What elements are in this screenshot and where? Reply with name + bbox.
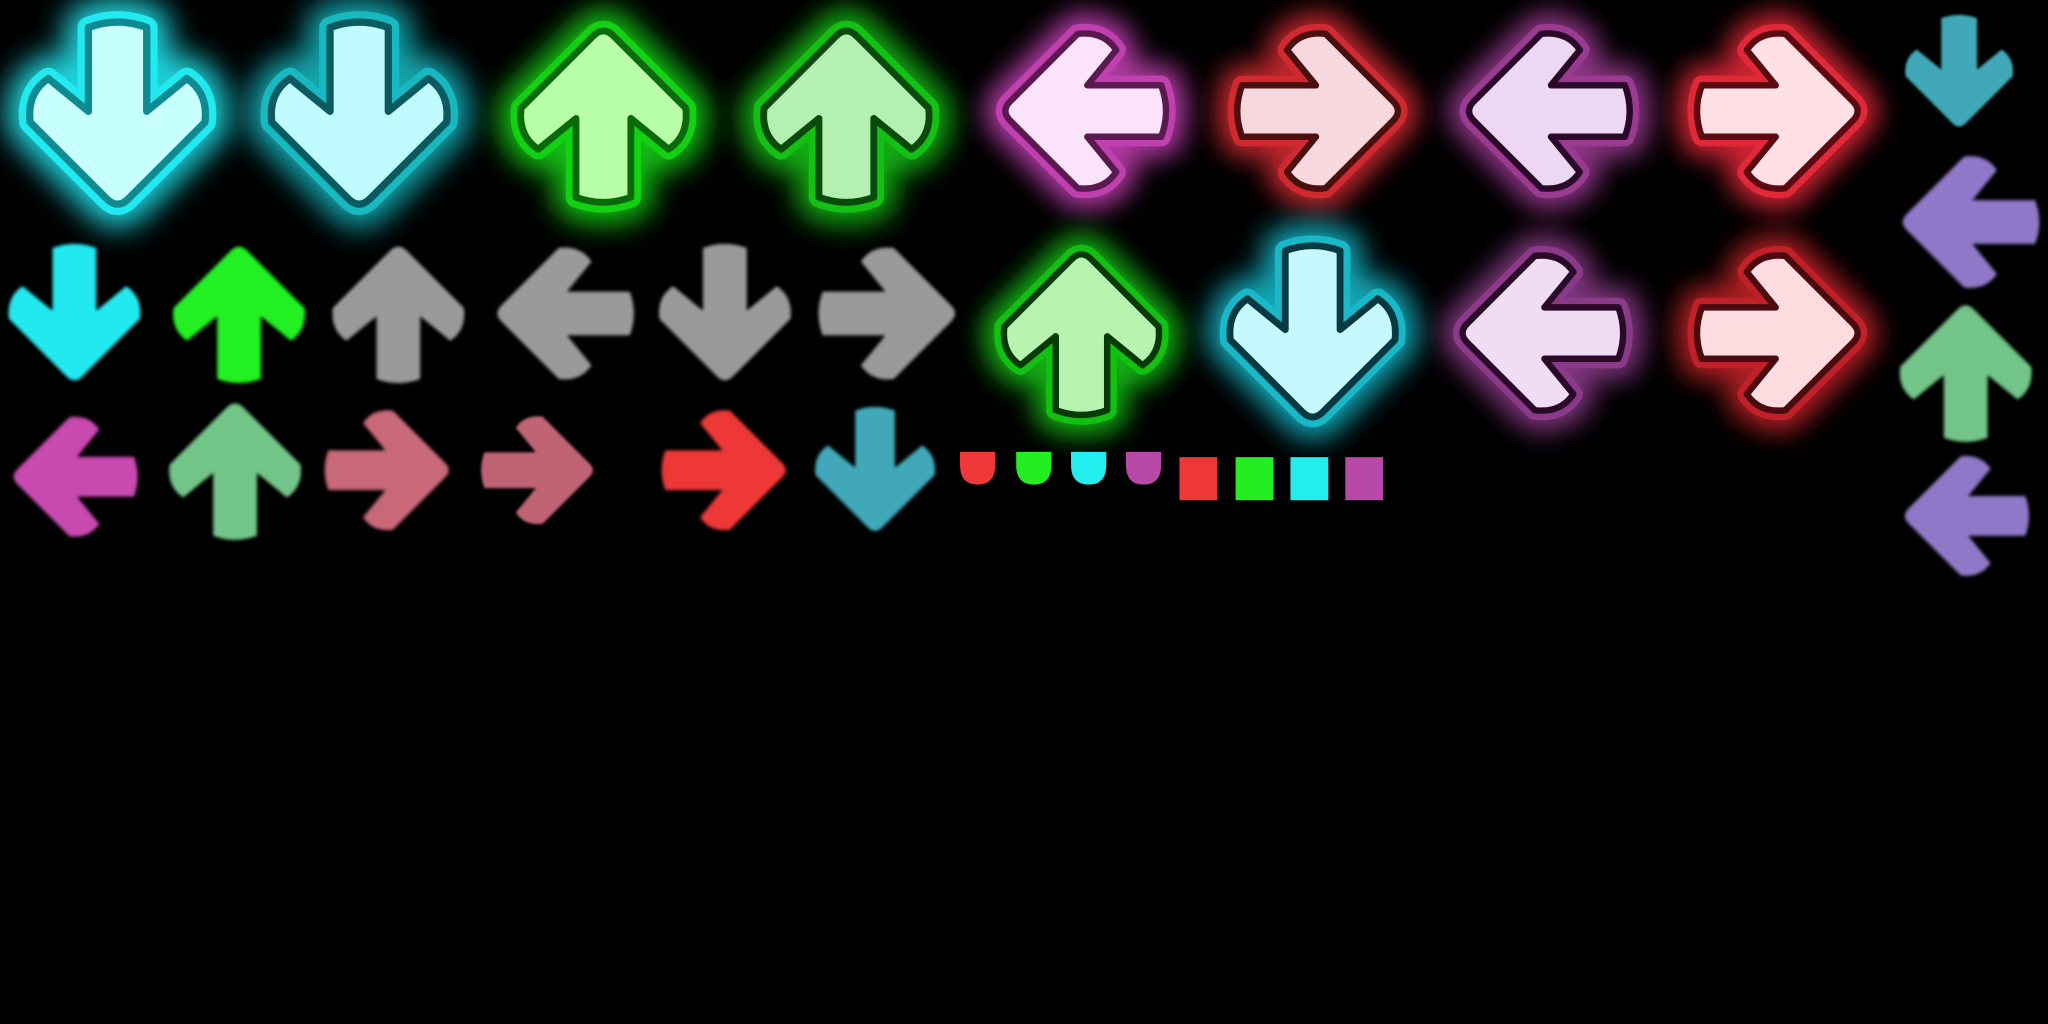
arrow-up-icon	[169, 403, 302, 540]
arrow-right-icon	[1234, 30, 1402, 192]
arrow-right-icon	[481, 416, 593, 525]
hold-end-cyan	[1071, 451, 1107, 485]
arrow-left-icon	[497, 247, 634, 380]
hold-piece-purple	[1345, 457, 1384, 501]
note-down-sprite	[8, 243, 141, 381]
hold-end-purple	[1125, 451, 1162, 485]
arrow-down-confirm-2-sprite	[1207, 223, 1418, 440]
arrow-up-icon	[1899, 305, 2032, 442]
arrow-down-icon	[1226, 242, 1399, 421]
arrow-up-press-sprite	[741, 8, 952, 225]
arrow-left-confirm-2-sprite	[1441, 234, 1645, 432]
arrow-right-rose-sprite	[324, 410, 449, 531]
arrow-up-confirm-2-sprite	[983, 233, 1180, 436]
arrow-down-icon	[8, 243, 141, 381]
arrow-down-teal-sprite	[815, 406, 936, 532]
arrow-right-icon	[1693, 30, 1861, 192]
arrow-up-icon	[517, 27, 690, 206]
arrow-right-confirm-2-sprite	[1676, 234, 1879, 432]
arrow-left-icon	[1904, 456, 2029, 576]
note-left-sprite	[13, 416, 138, 537]
arrow-right-icon	[1693, 252, 1861, 414]
arrow-right-press-sprite	[1676, 12, 1879, 210]
arrow-left-press-sprite	[1448, 12, 1651, 210]
strum-right-sprite	[818, 247, 956, 380]
arrow-up-mint-2-sprite	[169, 403, 302, 540]
arrow-down-press-sprite	[247, 0, 471, 228]
arrow-up-icon	[1000, 251, 1163, 419]
sprites-layer	[5, 0, 2040, 576]
arrow-down-icon	[267, 18, 451, 208]
hold-end-green	[1016, 451, 1052, 485]
arrow-left-icon	[1002, 30, 1170, 192]
note-up-sprite	[173, 246, 305, 384]
arrow-left-confirm-sprite	[984, 12, 1187, 210]
arrow-right-icon	[324, 410, 449, 531]
strum-left-sprite	[497, 247, 634, 380]
hold-piece-red	[1179, 457, 1218, 501]
arrow-left-icon	[1459, 252, 1627, 414]
arrow-left-icon	[1902, 156, 2040, 288]
arrow-right-icon	[818, 247, 956, 380]
arrow-right-rose-2-sprite	[481, 416, 593, 525]
arrow-down-icon	[658, 243, 791, 381]
arrow-up-icon	[173, 246, 305, 384]
arrow-right-icon	[661, 410, 786, 531]
arrow-down-static-sprite	[1905, 14, 2014, 127]
arrow-up-confirm-sprite	[498, 8, 709, 225]
arrow-down-icon	[26, 18, 210, 208]
arrow-up-icon	[332, 246, 465, 384]
arrow-left-icon	[13, 416, 138, 537]
arrow-left-lavender-2-sprite	[1904, 456, 2029, 576]
arrow-down-icon	[1905, 14, 2014, 127]
arrow-left-lavender-sprite	[1902, 156, 2040, 288]
arrow-down-icon	[815, 406, 936, 532]
hold-end-red	[960, 451, 996, 485]
strum-down-sprite	[658, 243, 791, 381]
arrow-left-icon	[1465, 30, 1633, 192]
arrow-up-mint-sprite	[1899, 305, 2032, 442]
strum-up-sprite	[332, 246, 465, 384]
hold-piece-green	[1235, 457, 1274, 501]
hold-piece-cyan	[1290, 457, 1329, 501]
note-right-sprite	[661, 410, 786, 531]
arrow-up-icon	[760, 27, 933, 206]
arrow-down-confirm-sprite	[5, 0, 230, 228]
arrow-right-confirm-sprite	[1216, 12, 1419, 210]
